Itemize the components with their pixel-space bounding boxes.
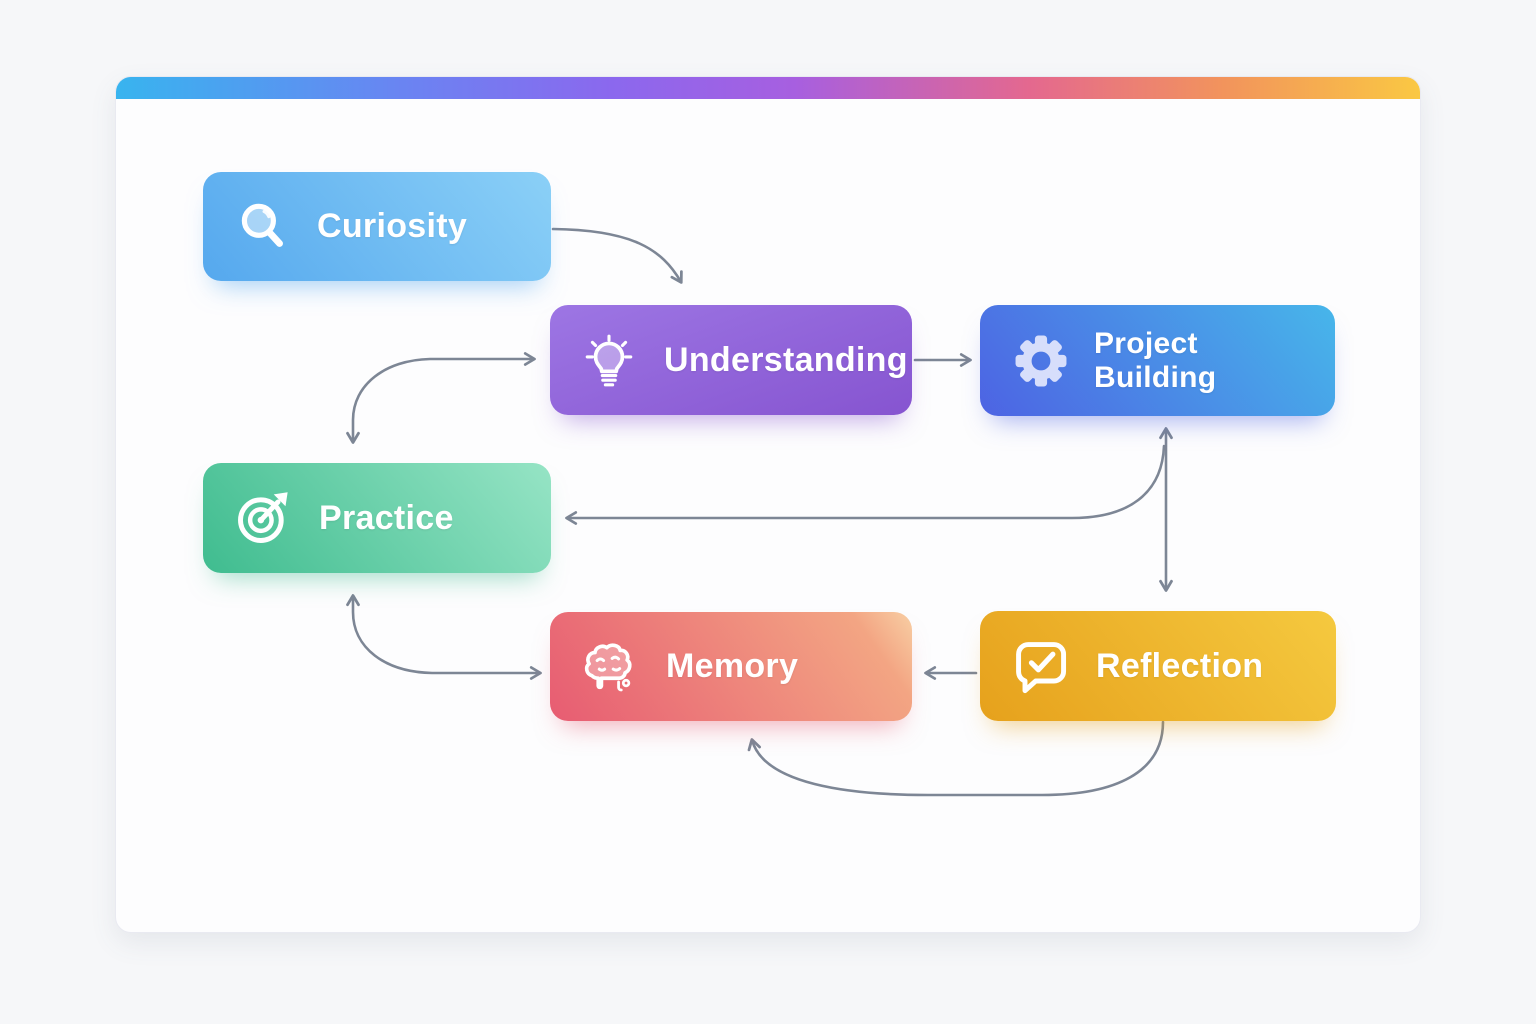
node-reflection[interactable]: Reflection [980, 611, 1336, 721]
gradient-accent-bar [116, 77, 1420, 99]
node-curiosity[interactable]: Curiosity [203, 172, 551, 281]
magnifier-icon [233, 198, 291, 256]
node-label: Understanding [664, 340, 908, 379]
lightbulb-icon [580, 331, 638, 389]
node-label: Project Building [1094, 326, 1217, 394]
node-understanding[interactable]: Understanding [550, 305, 912, 415]
node-label: Practice [319, 498, 454, 537]
node-project-building[interactable]: Project Building [980, 305, 1335, 416]
node-practice[interactable]: Practice [203, 463, 551, 573]
speech-bubble-check-icon [1010, 636, 1070, 696]
brain-icon [580, 637, 640, 697]
node-label: Reflection [1096, 646, 1264, 685]
node-label: Curiosity [317, 207, 468, 246]
node-label: Memory [666, 647, 799, 686]
node-memory[interactable]: Memory [550, 612, 912, 721]
gear-icon [1010, 330, 1072, 392]
target-icon [233, 488, 293, 548]
